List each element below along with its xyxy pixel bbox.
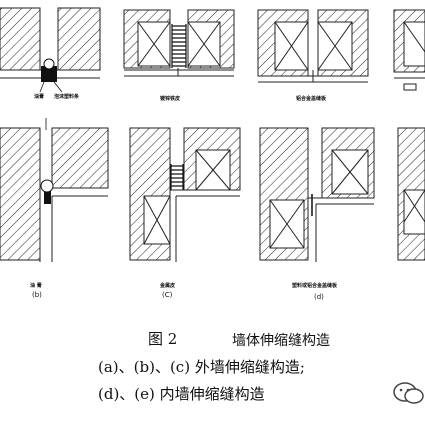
sealant-bead <box>43 58 55 70</box>
caption-line-2: (d)、(e) 内墙伸缩缝构造 <box>98 385 265 403</box>
panel-a: 油膏 泡沫塑料条 <box>0 7 101 100</box>
panel-f: 塑料或铝合金盖缝板 (d) <box>259 127 375 301</box>
label-e-letter: (C) <box>162 291 173 299</box>
panel-c: 铝合金盖缝板 <box>257 9 369 102</box>
panel-partial-top-right <box>393 9 425 91</box>
label-a-right: 泡沫塑料条 <box>54 93 79 100</box>
sealant-bead <box>40 179 54 193</box>
label-c-top: 铝合金盖缝板 <box>296 95 327 102</box>
panel-e: 金属皮 (C) <box>129 127 241 299</box>
panel-partial-bottom-right <box>397 127 425 261</box>
label-e-bottom: 金属皮 <box>159 282 175 289</box>
wall-hatch <box>57 7 101 71</box>
foam-strip <box>41 66 57 82</box>
label-f-letter: (d) <box>314 293 324 301</box>
panel-d: 油 膏 (b) <box>0 118 109 299</box>
spring-coil <box>171 24 187 68</box>
wall-hatch <box>0 7 41 71</box>
caption-line-1: (a)、(b)、(c) 外墙伸缩缝构造; <box>98 358 305 376</box>
label-b-top: 镀锌铁皮 <box>160 95 180 102</box>
label-f-bottom: 塑料或铝合金盖缝板 <box>292 282 338 289</box>
figure-title: 墙体伸缩缝构造 <box>232 333 330 349</box>
label-d-letter: (b) <box>32 291 42 299</box>
label-d-bottom: 油 膏 <box>30 282 42 289</box>
wechat-logo-icon <box>393 382 424 404</box>
figure-number: 图 2 <box>148 330 178 348</box>
panel-b: 镀锌铁皮 <box>123 9 235 102</box>
label-a-left: 油膏 <box>34 93 44 100</box>
spring-coil <box>170 164 184 190</box>
